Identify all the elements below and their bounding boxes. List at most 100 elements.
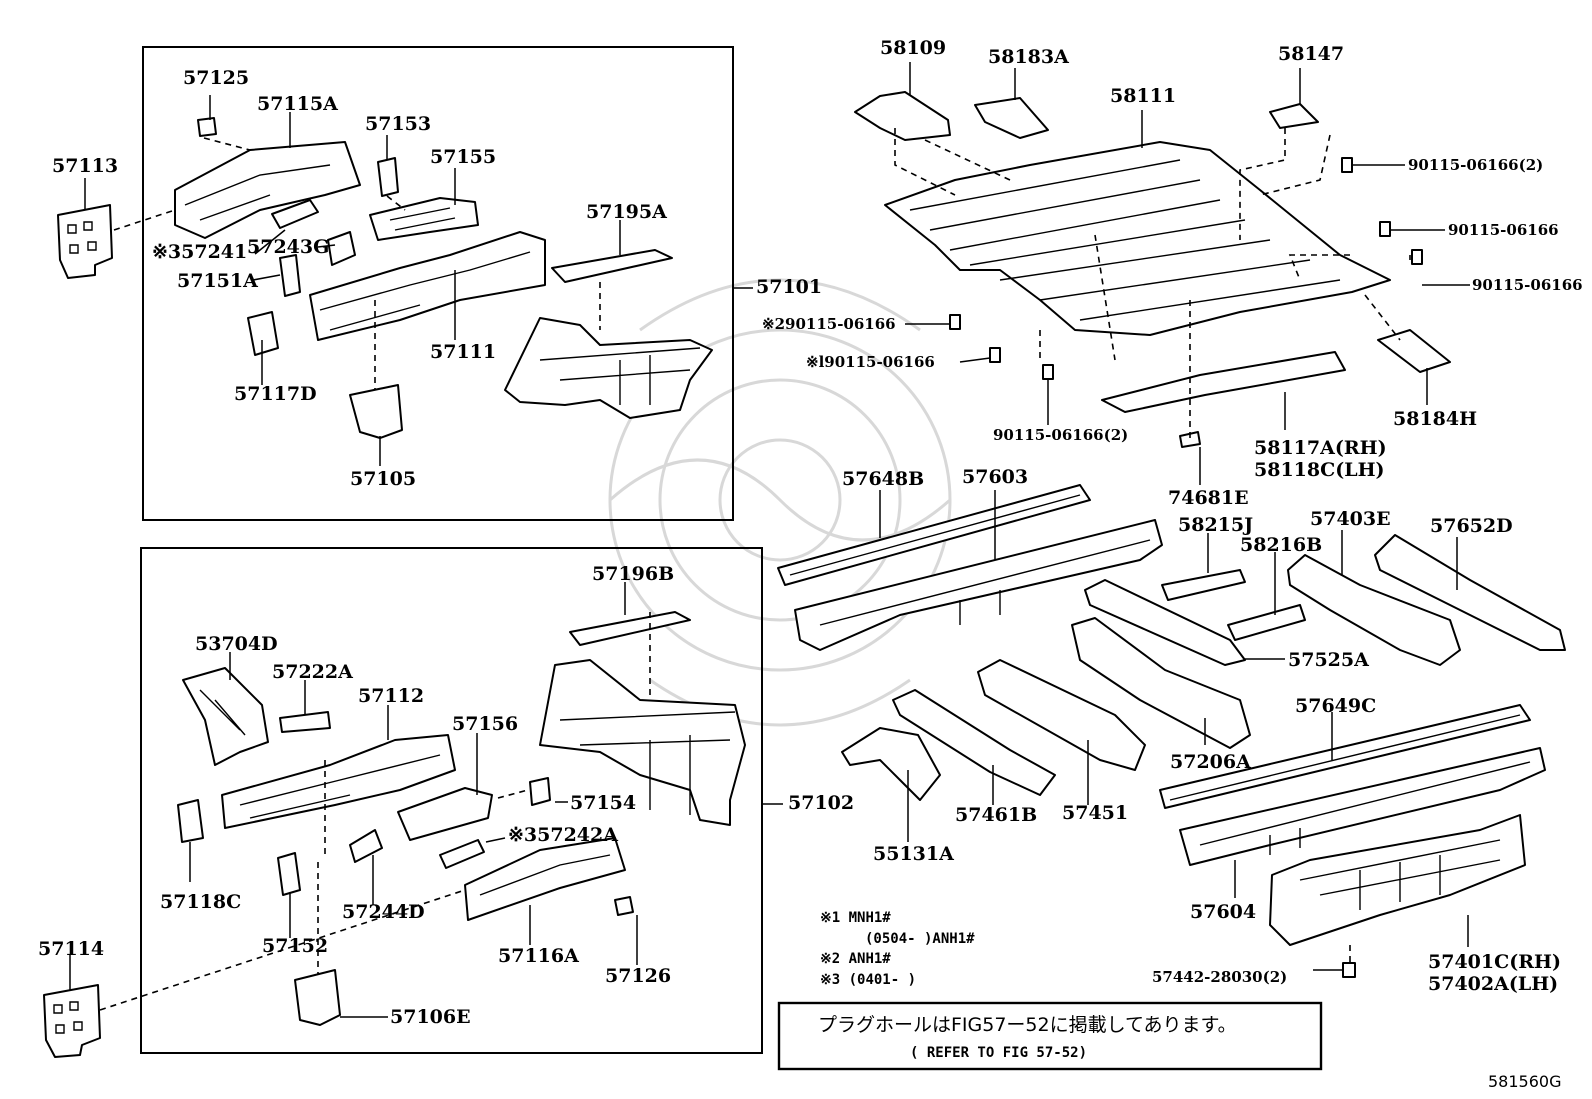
label-58147: 58147 [1278, 43, 1344, 65]
part-57105[interactable] [349, 384, 403, 439]
part-57652D[interactable] [1374, 534, 1566, 651]
label-57102: 57102 [788, 792, 854, 814]
label-bolt-6: 90115-06166(2) [993, 426, 1128, 444]
label-57155: 57155 [430, 146, 496, 168]
part-57525A[interactable] [1084, 579, 1246, 666]
part-57195A[interactable] [551, 249, 673, 283]
label-58111: 58111 [1110, 85, 1176, 107]
part-57117D[interactable] [247, 311, 279, 356]
part-57241[interactable] [271, 199, 319, 229]
label-58215J: 58215J [1178, 514, 1253, 536]
reference-line-2: ( REFER TO FIG 57-52) [910, 1045, 1087, 1061]
part-74681E[interactable] [1179, 431, 1201, 448]
label-57402A: 57402A(LH) [1428, 973, 1558, 995]
label-57461B: 57461B [955, 804, 1037, 826]
part-57206A[interactable] [1071, 617, 1251, 749]
part-57125[interactable] [197, 117, 217, 137]
part-57155[interactable] [369, 197, 479, 241]
label-57403E: 57403E [1310, 508, 1391, 530]
label-57115A: 57115A [257, 93, 338, 115]
label-57648B: 57648B [842, 468, 924, 490]
note-2: ※2 ANH1# [820, 951, 891, 967]
part-58117A[interactable] [1101, 351, 1346, 413]
part-57401C-57402A[interactable] [1269, 814, 1526, 946]
part-57196B[interactable] [569, 611, 691, 646]
label-57206A: 57206A [1170, 751, 1251, 773]
part-57151A[interactable] [279, 254, 301, 297]
label-57153: 57153 [365, 113, 431, 135]
part-57154[interactable] [529, 777, 551, 806]
label-57156: 57156 [452, 713, 518, 735]
part-58111-floor-pan[interactable] [884, 141, 1391, 336]
label-58183A: 58183A [988, 46, 1069, 68]
label-57125: 57125 [183, 67, 249, 89]
label-58109: 58109 [880, 37, 946, 59]
label-bolt-1: 90115-06166(2) [1408, 156, 1543, 174]
label-74681E: 74681E [1168, 487, 1249, 509]
part-53704D[interactable] [182, 667, 269, 766]
part-55131A[interactable] [841, 727, 941, 801]
label-57451: 57451 [1062, 802, 1128, 824]
bolt-icon [949, 314, 961, 330]
label-57442: 57442-28030(2) [1152, 968, 1287, 986]
reference-box [777, 1001, 1323, 1071]
part-57461B[interactable] [892, 689, 1056, 796]
part-57111[interactable] [309, 231, 546, 341]
label-57242A: ※357242A [508, 824, 618, 846]
reference-line-1: プラグホールはFIG57ー52に掲載してあります。 [818, 1014, 1237, 1036]
part-57222A[interactable] [279, 711, 331, 733]
label-57652D: 57652D [1430, 515, 1513, 537]
label-57244D: 57244D [342, 901, 425, 923]
label-58118C: 58118C(LH) [1254, 459, 1385, 481]
part-57118C[interactable] [177, 799, 204, 843]
group-57102-frame [140, 547, 763, 1054]
part-57648B[interactable] [777, 484, 1091, 586]
part-57451[interactable] [977, 659, 1146, 771]
group-57101-frame [142, 46, 734, 521]
label-bolt-3: 90115-06166 [1472, 276, 1583, 294]
bolt-icon [1411, 249, 1423, 265]
bolt-icon [1042, 364, 1054, 380]
part-57156[interactable] [397, 787, 493, 841]
part-57102-assembly[interactable] [539, 659, 746, 826]
part-58183A[interactable] [974, 97, 1049, 139]
part-57115A[interactable] [174, 141, 361, 239]
part-57649C[interactable] [1159, 704, 1531, 809]
part-57101-assembly[interactable] [504, 317, 713, 419]
part-58184H[interactable] [1377, 329, 1451, 373]
part-57604[interactable] [1179, 747, 1546, 866]
figure-code: 581560G [1488, 1072, 1561, 1091]
label-57101: 57101 [756, 276, 822, 298]
part-58216B[interactable] [1227, 604, 1306, 641]
label-57111: 57111 [430, 341, 496, 363]
label-57152: 57152 [262, 935, 328, 957]
part-57403E[interactable] [1287, 554, 1461, 666]
part-57114[interactable] [43, 984, 101, 1058]
note-1b: (0504- )ANH1# [865, 931, 975, 947]
part-57243G[interactable] [327, 231, 356, 266]
label-57195A: 57195A [586, 201, 667, 223]
part-57242A[interactable] [439, 839, 485, 869]
label-57154: 57154 [570, 792, 636, 814]
label-57151A: 57151A [177, 270, 258, 292]
watermark-emblem [608, 278, 952, 727]
bolt-icon [1379, 221, 1391, 237]
part-57603[interactable] [794, 519, 1163, 651]
part-57152[interactable] [277, 852, 301, 896]
part-57153[interactable] [377, 157, 399, 197]
part-57112[interactable] [221, 734, 456, 829]
label-57117D: 57117D [234, 383, 317, 405]
label-57126: 57126 [605, 965, 671, 987]
label-57113: 57113 [52, 155, 118, 177]
label-57649C: 57649C [1295, 695, 1376, 717]
part-57113[interactable] [57, 204, 113, 279]
part-57244D[interactable] [349, 829, 383, 863]
label-bolt-2: 90115-06166 [1448, 221, 1559, 239]
part-58109[interactable] [854, 91, 951, 141]
label-57114: 57114 [38, 938, 104, 960]
part-58147[interactable] [1269, 103, 1319, 129]
part-57106E[interactable] [294, 969, 341, 1026]
part-57126[interactable] [614, 896, 634, 916]
part-58215J[interactable] [1161, 569, 1246, 601]
part-57116A[interactable] [464, 837, 626, 921]
